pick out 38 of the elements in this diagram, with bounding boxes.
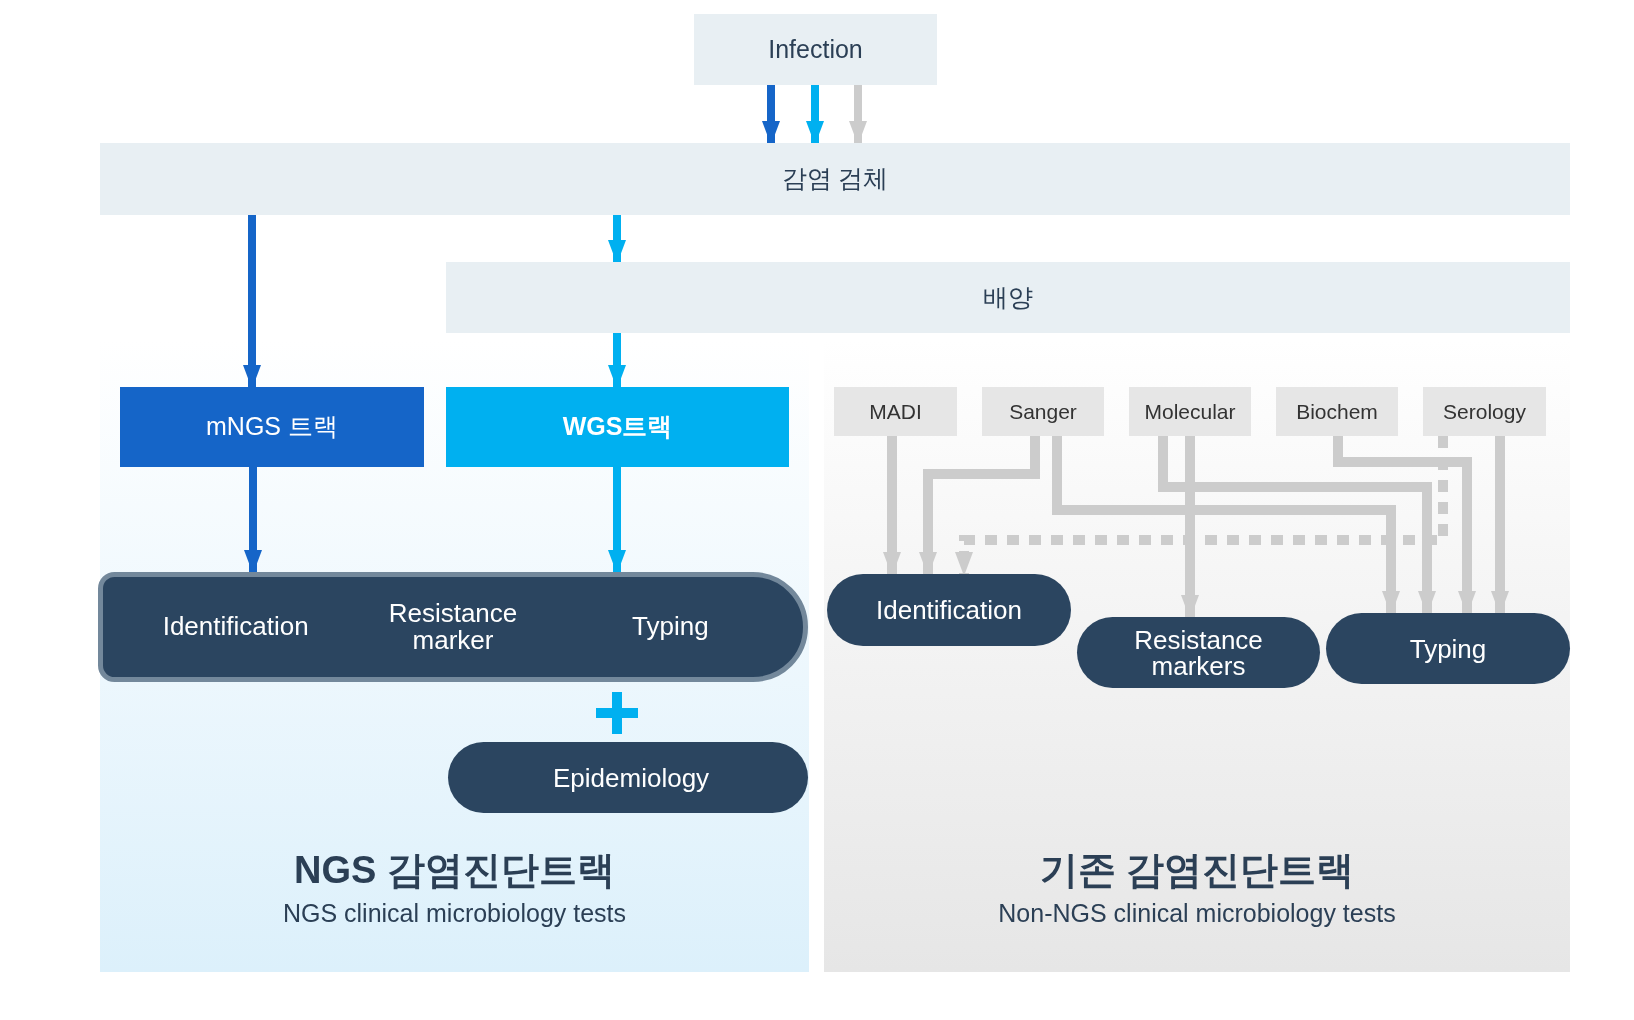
- result-pill: Resistance markers: [1077, 617, 1320, 688]
- arrow: [1181, 436, 1199, 619]
- arrow: [806, 85, 824, 145]
- panel-subtitle: Non-NGS clinical microbiology tests: [998, 897, 1396, 929]
- arrow: [1333, 436, 1476, 615]
- result-pill: Epidemiology: [448, 742, 808, 813]
- method-box: Serology: [1423, 387, 1546, 436]
- result-pill: Identification: [827, 574, 1071, 646]
- result-label: Typing: [632, 613, 709, 641]
- method-box: Sanger: [982, 387, 1104, 436]
- result-pill: [98, 572, 808, 682]
- result-pill: Typing: [1326, 613, 1570, 684]
- arrow: [1052, 436, 1400, 615]
- arrow: [608, 215, 626, 264]
- panel-title: NGS 감염진단트랙: [294, 848, 615, 893]
- panel-subtitle: NGS clinical microbiology tests: [282, 897, 627, 929]
- arrow: [883, 436, 901, 576]
- arrow: [849, 85, 867, 145]
- panel-title: 기존 감염진단트랙: [1039, 848, 1355, 893]
- stage-band: 배양: [446, 262, 1570, 333]
- arrow: [1491, 436, 1509, 615]
- result-label: Identification: [162, 613, 309, 641]
- arrow: [243, 215, 261, 389]
- arrow: [244, 467, 262, 574]
- arrow: [919, 436, 1040, 576]
- method-box: Biochem: [1276, 387, 1398, 436]
- stage-band: Infection: [694, 14, 937, 85]
- stage-band: 감염 검체: [100, 143, 1570, 215]
- method-box: Molecular: [1129, 387, 1251, 436]
- arrow: [955, 436, 1448, 576]
- result-label: Resistance marker: [387, 599, 519, 655]
- track-box: mNGS 트랙: [120, 387, 424, 467]
- arrow: [608, 467, 626, 574]
- arrow: [762, 85, 780, 145]
- arrow: [1158, 436, 1436, 615]
- method-box: MADI: [834, 387, 957, 436]
- arrow: [608, 333, 626, 389]
- track-box: WGS트랙: [446, 387, 789, 467]
